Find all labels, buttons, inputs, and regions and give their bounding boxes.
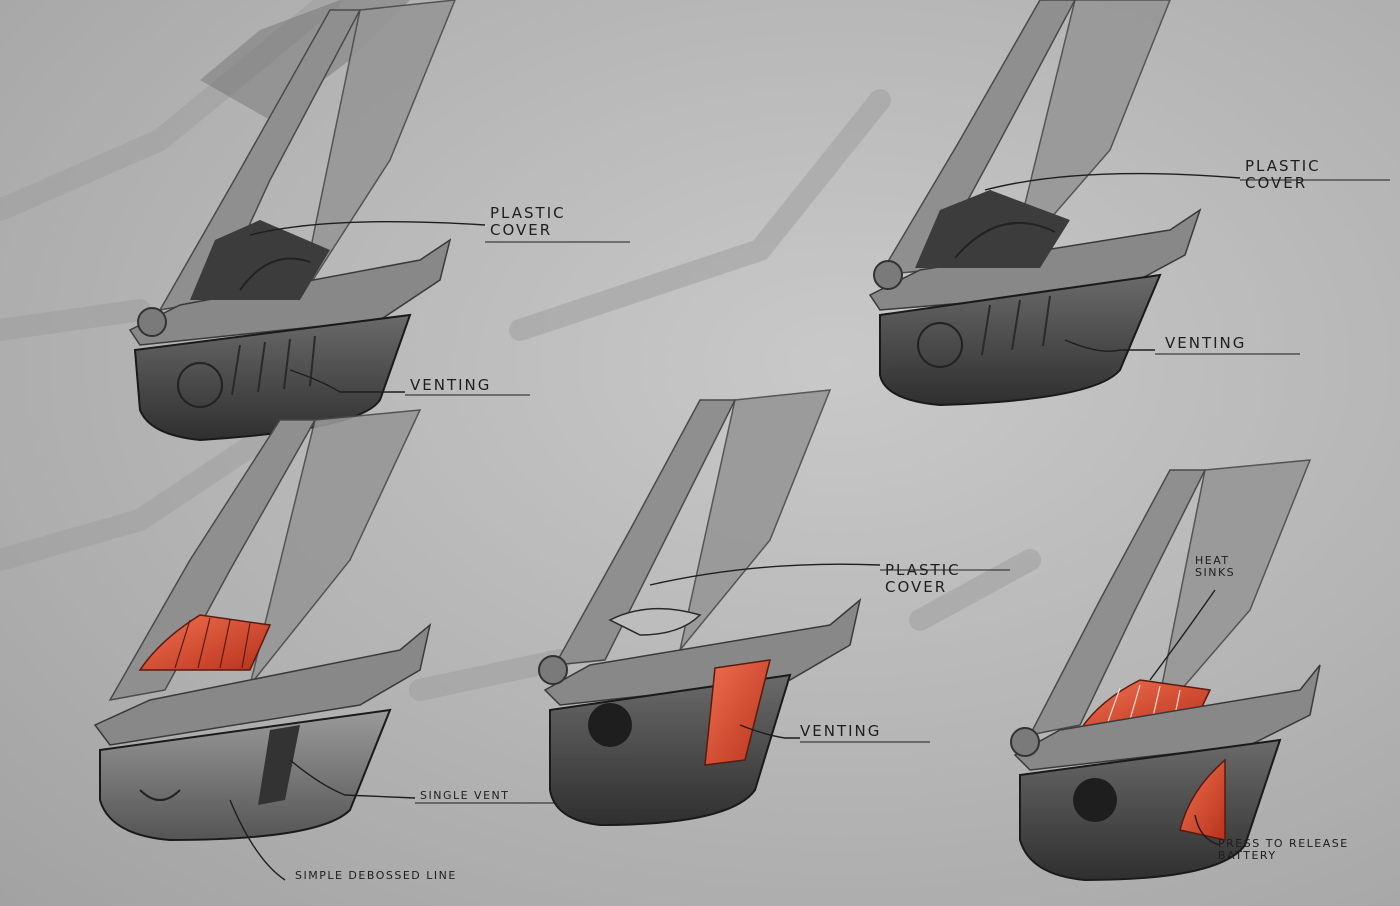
annotation-venting-3: Venting bbox=[800, 722, 882, 740]
annotation-plastic-cover-1: Plastic Cover bbox=[490, 205, 566, 238]
label-line: Cover bbox=[490, 220, 553, 239]
annotation-press-to-release-battery: Press to release Battery bbox=[1218, 837, 1349, 863]
label-line: Heat bbox=[1195, 554, 1230, 567]
label-line: Sinks bbox=[1195, 566, 1236, 580]
label-line: Cover bbox=[885, 577, 948, 596]
annotation-single-vent: Single vent bbox=[420, 789, 510, 802]
label-line: Press to release bbox=[1218, 837, 1349, 850]
sketch-1 bbox=[128, 0, 630, 442]
annotation-venting-1: Venting bbox=[410, 376, 492, 394]
label-line: Plastic bbox=[1245, 157, 1321, 175]
label-line: Plastic bbox=[885, 561, 961, 579]
label-line: Cover bbox=[1245, 173, 1308, 192]
background-frame-ghosts bbox=[0, 0, 1041, 701]
sketch-2 bbox=[868, 0, 1390, 407]
annotation-plastic-cover-3: Plastic Cover bbox=[885, 562, 961, 595]
annotation-simple-debossed-line: Simple debossed line bbox=[295, 869, 457, 882]
label-line: Battery bbox=[1218, 849, 1277, 863]
annotation-plastic-cover-2: Plastic Cover bbox=[1245, 158, 1321, 191]
annotation-venting-2: Venting bbox=[1165, 334, 1247, 352]
label-line: Plastic bbox=[490, 204, 566, 222]
annotation-heat-sinks: Heat Sinks bbox=[1195, 554, 1236, 580]
sketch-3 bbox=[93, 409, 560, 881]
sketch-4 bbox=[538, 389, 1010, 827]
sketch-5 bbox=[1010, 459, 1321, 882]
